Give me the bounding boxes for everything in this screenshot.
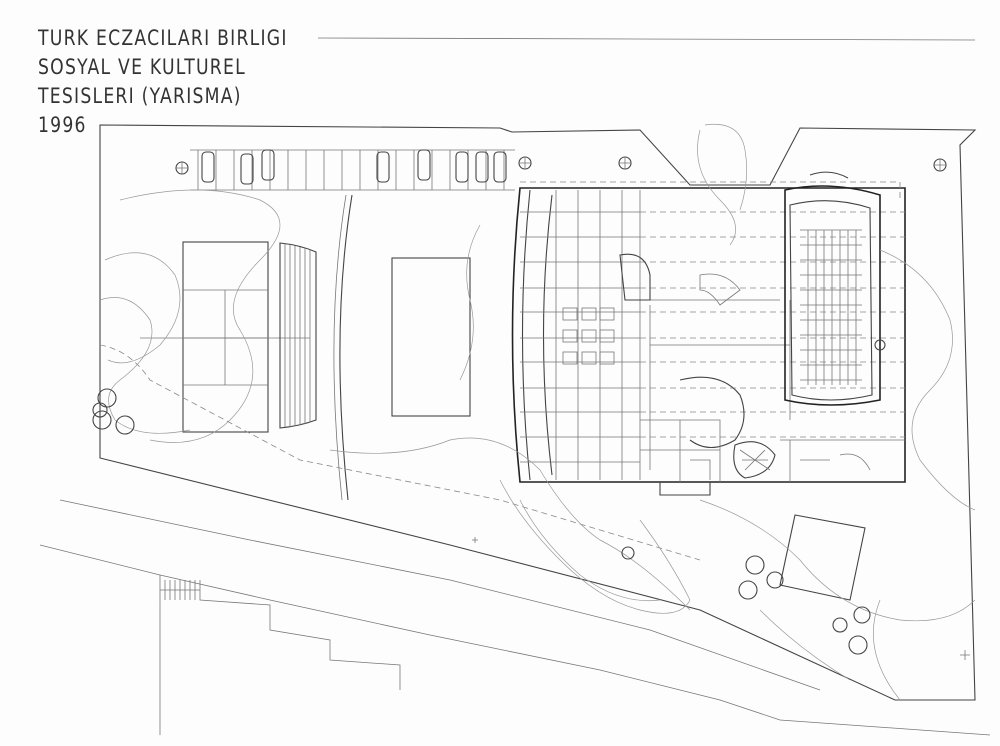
service-building	[779, 514, 866, 601]
site-boundary	[99, 124, 977, 701]
title-line-3: TESISLERI (YARISMA)	[38, 84, 242, 108]
outer-street-edge	[39, 544, 991, 736]
auditorium	[784, 171, 881, 406]
retaining-wall-curve	[339, 194, 353, 501]
main-building	[511, 187, 906, 496]
open-court	[391, 257, 471, 417]
parked-car-icon	[201, 149, 507, 185]
stair-block	[159, 575, 401, 735]
parking-strip	[190, 149, 515, 191]
sports-court	[140, 241, 310, 433]
grandstand	[279, 242, 317, 429]
title-year: 1996	[38, 113, 87, 137]
title-line-2: SOSYAL VE KULTUREL	[38, 55, 246, 79]
title-block: TURK ECZACILARI BIRLIGI SOSYAL VE KULTUR…	[38, 24, 288, 140]
title-line-1: TURK ECZACILARI BIRLIGI	[38, 26, 288, 50]
road-edge-lower	[59, 499, 821, 691]
contour-lines	[99, 123, 976, 701]
title-rule	[317, 37, 976, 41]
survey-point-icon	[472, 537, 970, 660]
